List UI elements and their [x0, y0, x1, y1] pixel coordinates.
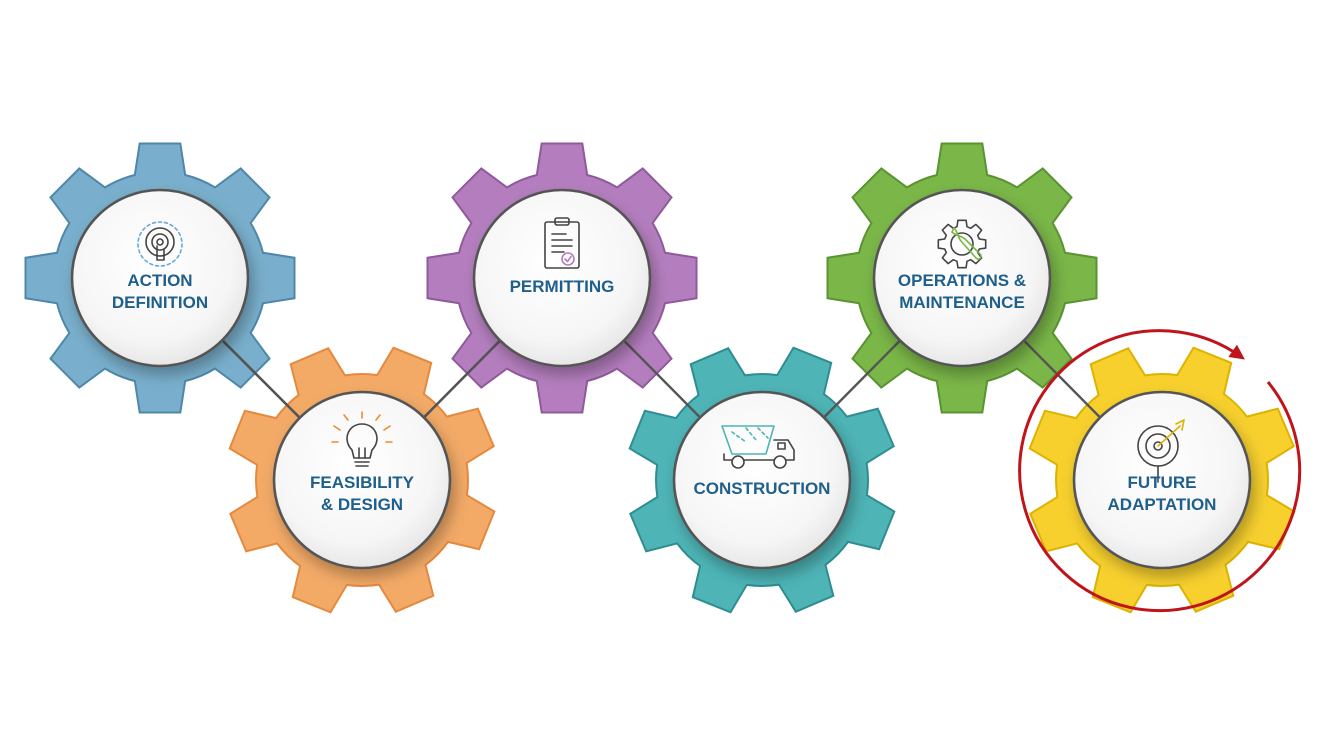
operations-maintenance-label: MAINTENANCE — [899, 293, 1025, 312]
cycle-arrow-ring — [1018, 329, 1302, 613]
clipboard-check-icon — [544, 217, 580, 269]
feasibility-design-label: FEASIBILITY — [310, 473, 415, 492]
action-definition-label: ACTION — [127, 271, 192, 290]
feasibility-design-label: & DESIGN — [321, 495, 403, 514]
construction-hub: CONSTRUCTION — [672, 390, 852, 570]
construction-label: CONSTRUCTION — [694, 479, 831, 498]
operations-maintenance-hub-circle — [872, 188, 1052, 368]
hubs-layer: ACTION DEFINITION FEASIBILITY & DESIGN PERMI… — [70, 188, 1252, 570]
action-definition-label: DEFINITION — [112, 293, 208, 312]
gear-wrench-icon — [937, 219, 987, 269]
feasibility-design-hub-circle — [272, 390, 452, 570]
action-definition-hub-circle — [70, 188, 250, 368]
future-adaptation-hub-circle — [1072, 390, 1252, 570]
target-dart-icon — [1137, 419, 1185, 483]
operations-maintenance-label: OPERATIONS & — [898, 271, 1026, 290]
dump-truck-icon — [721, 425, 795, 469]
future-adaptation-hub: FUTURE ADAPTATION — [1072, 390, 1252, 570]
operations-maintenance-hub: OPERATIONS & MAINTENANCE — [872, 188, 1052, 368]
touch-target-icon — [137, 221, 183, 267]
permitting-label: PERMITTING — [510, 277, 615, 296]
construction-hub-circle — [672, 390, 852, 570]
future-adaptation-label: ADAPTATION — [1108, 495, 1217, 514]
action-definition-hub: ACTION DEFINITION — [70, 188, 250, 368]
lightbulb-icon — [331, 411, 393, 467]
permitting-hub: PERMITTING — [472, 188, 652, 368]
permitting-hub-circle — [472, 188, 652, 368]
feasibility-design-hub: FEASIBILITY & DESIGN — [272, 390, 452, 570]
future-adaptation-label: FUTURE — [1128, 473, 1197, 492]
